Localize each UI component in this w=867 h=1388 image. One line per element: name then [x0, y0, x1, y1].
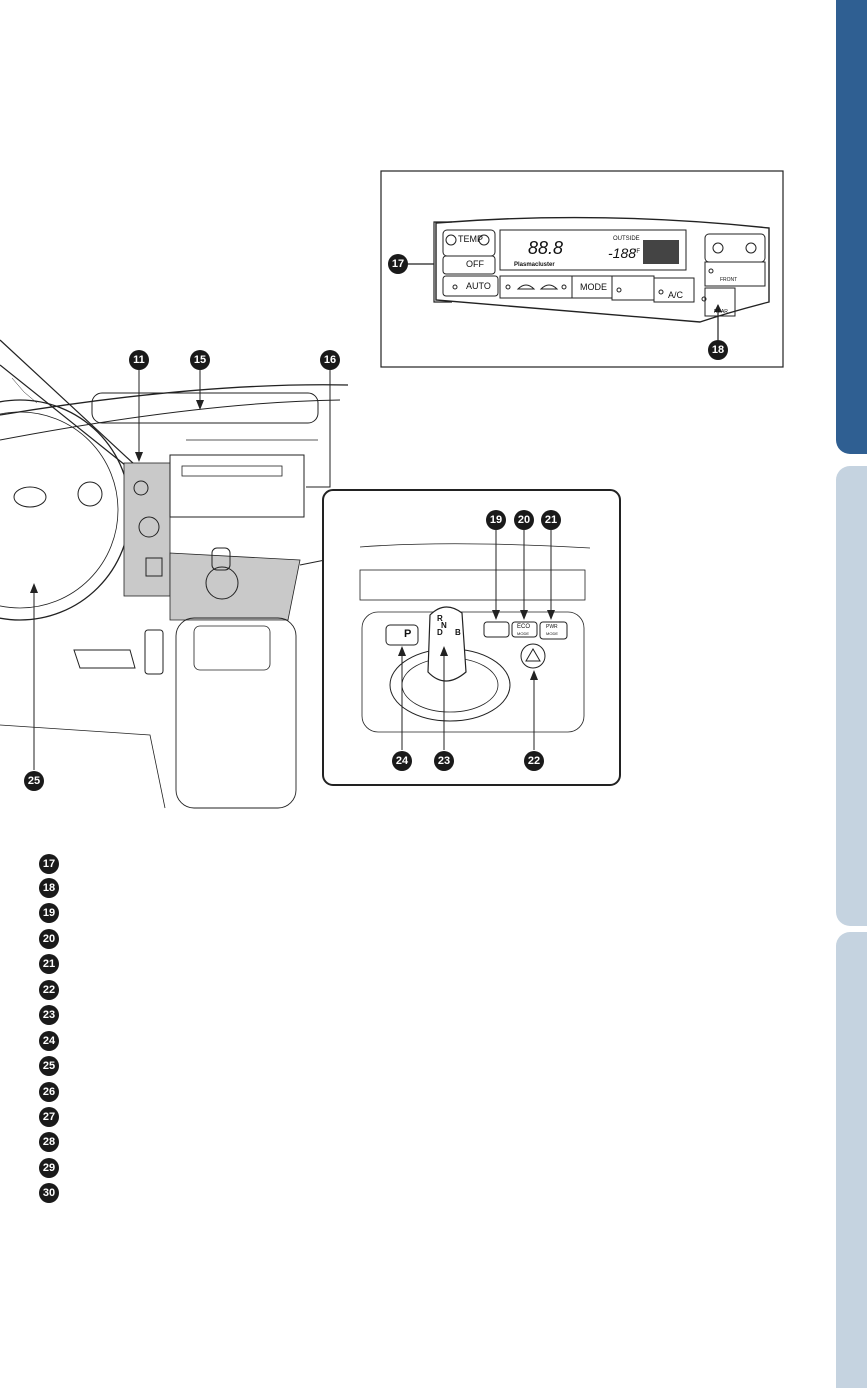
legend-item: 28: [39, 1132, 61, 1152]
pwr-sub-label: MODE: [546, 631, 558, 636]
legend-number: 21: [39, 954, 59, 974]
callout-24: 24: [392, 751, 412, 771]
gear-r-label: R: [437, 614, 443, 623]
section-tab-2[interactable]: [836, 466, 867, 926]
legend-number: 20: [39, 929, 59, 949]
gear-d-label: D: [437, 628, 443, 637]
panel-off-label: OFF: [466, 259, 484, 269]
legend-number: 24: [39, 1031, 59, 1051]
eco-sub-label: MODE: [517, 631, 529, 636]
legend-item: 17: [39, 854, 61, 874]
legend-item: 20: [39, 929, 61, 949]
panel-outside-label: OUTSIDE: [613, 236, 640, 242]
legend-number: 17: [39, 854, 59, 874]
section-tab-3[interactable]: [836, 932, 867, 1388]
legend-number: 28: [39, 1132, 59, 1152]
park-button-label: P: [404, 628, 412, 640]
panel-mode-label: MODE: [580, 282, 607, 292]
legend-number: 25: [39, 1056, 59, 1076]
callout-23: 23: [434, 751, 454, 771]
panel-outside-temp: -188: [608, 245, 637, 261]
gear-b-label: B: [455, 628, 461, 637]
panel-auto-label: AUTO: [466, 281, 491, 291]
panel-display-temp: 88.8: [528, 238, 564, 258]
callout-15: 15: [190, 350, 210, 370]
legend-item: 27: [39, 1107, 61, 1127]
legend-item: 23: [39, 1005, 61, 1025]
panel-outside-unit: °F: [634, 249, 641, 255]
legend-item: 25: [39, 1056, 61, 1076]
legend-item: 30: [39, 1183, 61, 1203]
legend-number: 18: [39, 878, 59, 898]
legend-item: 19: [39, 903, 61, 923]
callout-25: 25: [24, 771, 44, 791]
pwr-label: PWR: [546, 624, 558, 630]
legend-number: 29: [39, 1158, 59, 1178]
legend-item: 26: [39, 1082, 61, 1102]
legend-number: 22: [39, 980, 59, 1000]
callout-20: 20: [514, 510, 534, 530]
panel-front-label: FRONT: [720, 277, 738, 283]
callout-18: 18: [708, 340, 728, 360]
legend-number: 19: [39, 903, 59, 923]
panel-plasmacluster-label: Plasmacluster: [514, 262, 555, 268]
callout-11: 11: [129, 350, 149, 370]
legend-number: 26: [39, 1082, 59, 1102]
callout-21: 21: [541, 510, 561, 530]
legend-item: 21: [39, 954, 61, 974]
callout-16: 16: [320, 350, 340, 370]
legend-number: 27: [39, 1107, 59, 1127]
legend-item: 24: [39, 1031, 61, 1051]
legend-item: 29: [39, 1158, 61, 1178]
legend-number: 30: [39, 1183, 59, 1203]
callout-22: 22: [524, 751, 544, 771]
callout-17: 17: [388, 254, 408, 274]
panel-temp-label: TEMP: [458, 234, 484, 244]
legend-number: 23: [39, 1005, 59, 1025]
eco-label: ECO: [517, 624, 531, 630]
panel-ac-label: A/C: [668, 290, 684, 300]
callout-19: 19: [486, 510, 506, 530]
panel-rear-label: REAR: [714, 309, 728, 315]
section-tab-active[interactable]: [836, 0, 867, 454]
gear-n-label: N: [441, 621, 447, 630]
legend-item: 18: [39, 878, 61, 898]
legend-item: 22: [39, 980, 61, 1000]
